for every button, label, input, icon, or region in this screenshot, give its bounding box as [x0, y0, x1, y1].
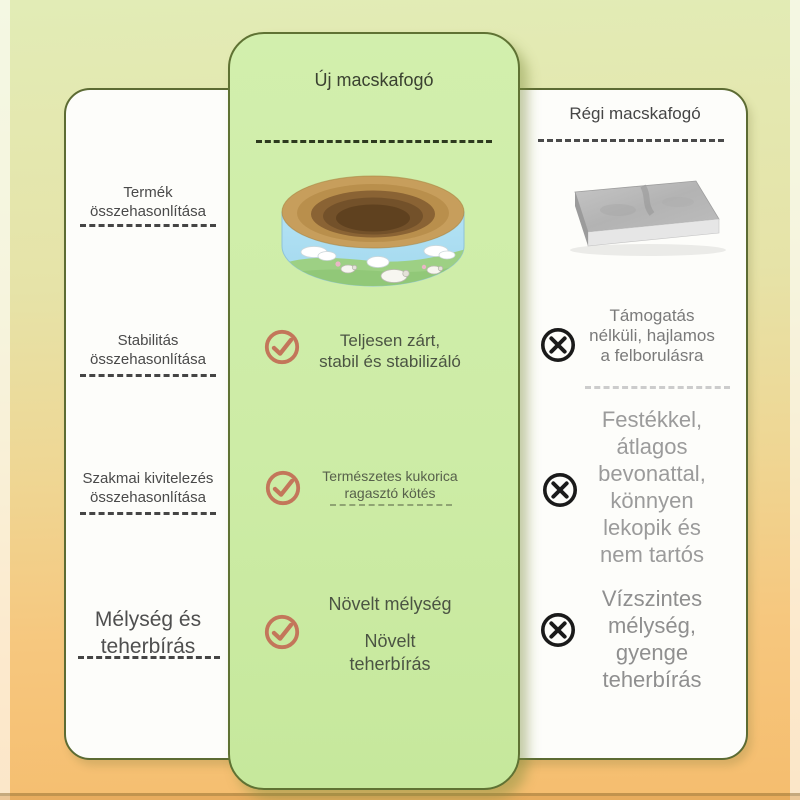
dashed-divider	[80, 224, 216, 227]
check-icon	[263, 328, 301, 366]
new-product-panel	[228, 32, 520, 790]
old-flaw-paint-coating: Festékkel, átlagos bevonattal, könnyen l…	[598, 407, 706, 567]
dashed-divider	[256, 140, 492, 143]
category-workmanship-comparison: Szakmai kivitelezés összehasonlítása	[82, 470, 214, 506]
new-product-title: Új macskafogó	[314, 70, 434, 90]
new-feature-increased-depth: Növelt mélység	[328, 594, 452, 614]
dashed-divider	[585, 386, 730, 389]
right-edge-strip	[790, 0, 800, 800]
dashed-divider	[80, 512, 216, 515]
old-flaw-shallow-weak: Vízszintes mélység, gyenge teherbírás	[601, 586, 703, 692]
dashed-divider	[330, 504, 452, 506]
left-edge-strip	[0, 0, 10, 800]
cross-icon	[539, 326, 577, 364]
category-stability-comparison: Stabilitás összehasonlítása	[90, 332, 206, 368]
category-product-comparison: Termék összehasonlítása	[90, 184, 206, 220]
old-flaw-no-support: Támogatás nélküli, hajlamos a felborulás…	[589, 306, 715, 365]
bottom-divider-line	[0, 793, 800, 796]
dashed-divider	[80, 374, 216, 377]
old-product-title: Régi macskafogó	[569, 104, 701, 123]
new-feature-corn-glue: Természetes kukorica ragasztó kötés	[322, 468, 458, 501]
new-feature-increased-capacity: Növelt teherbírás	[349, 631, 431, 674]
check-icon	[263, 613, 301, 651]
category-depth-capacity: Mélység és teherbírás	[94, 608, 202, 658]
old-scratcher-board-image	[548, 172, 728, 262]
check-icon	[264, 469, 302, 507]
new-scratcher-bowl-image	[276, 170, 470, 290]
new-feature-closed-stable: Teljesen zárt, stabil és stabilizáló	[319, 331, 461, 371]
dashed-divider	[78, 656, 220, 659]
cross-icon	[539, 611, 577, 649]
bottom-strip	[0, 796, 800, 800]
cross-icon	[541, 471, 579, 509]
dashed-divider	[538, 139, 724, 142]
